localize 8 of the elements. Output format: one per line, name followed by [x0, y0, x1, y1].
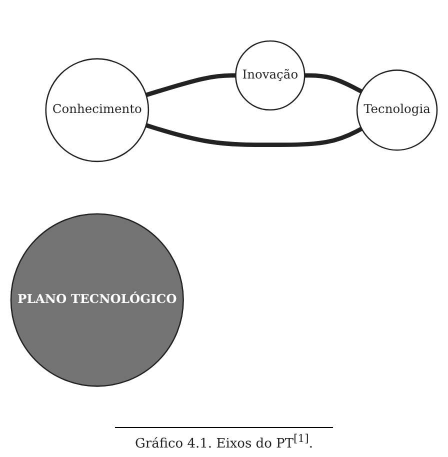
connector: [146, 122, 363, 147]
node-circle: Conhecimento: [45, 58, 150, 162]
caption: Gráfico 4.1. Eixos do PT$^{[1]}$.: [115, 426, 333, 457]
connector: [146, 73, 236, 97]
node-circle: Inovação: [235, 40, 306, 110]
node-circle: PLANO TECNOLÓGICO: [10, 212, 184, 387]
node-circle: Tecnologia: [356, 69, 438, 151]
connector: [304, 73, 363, 94]
